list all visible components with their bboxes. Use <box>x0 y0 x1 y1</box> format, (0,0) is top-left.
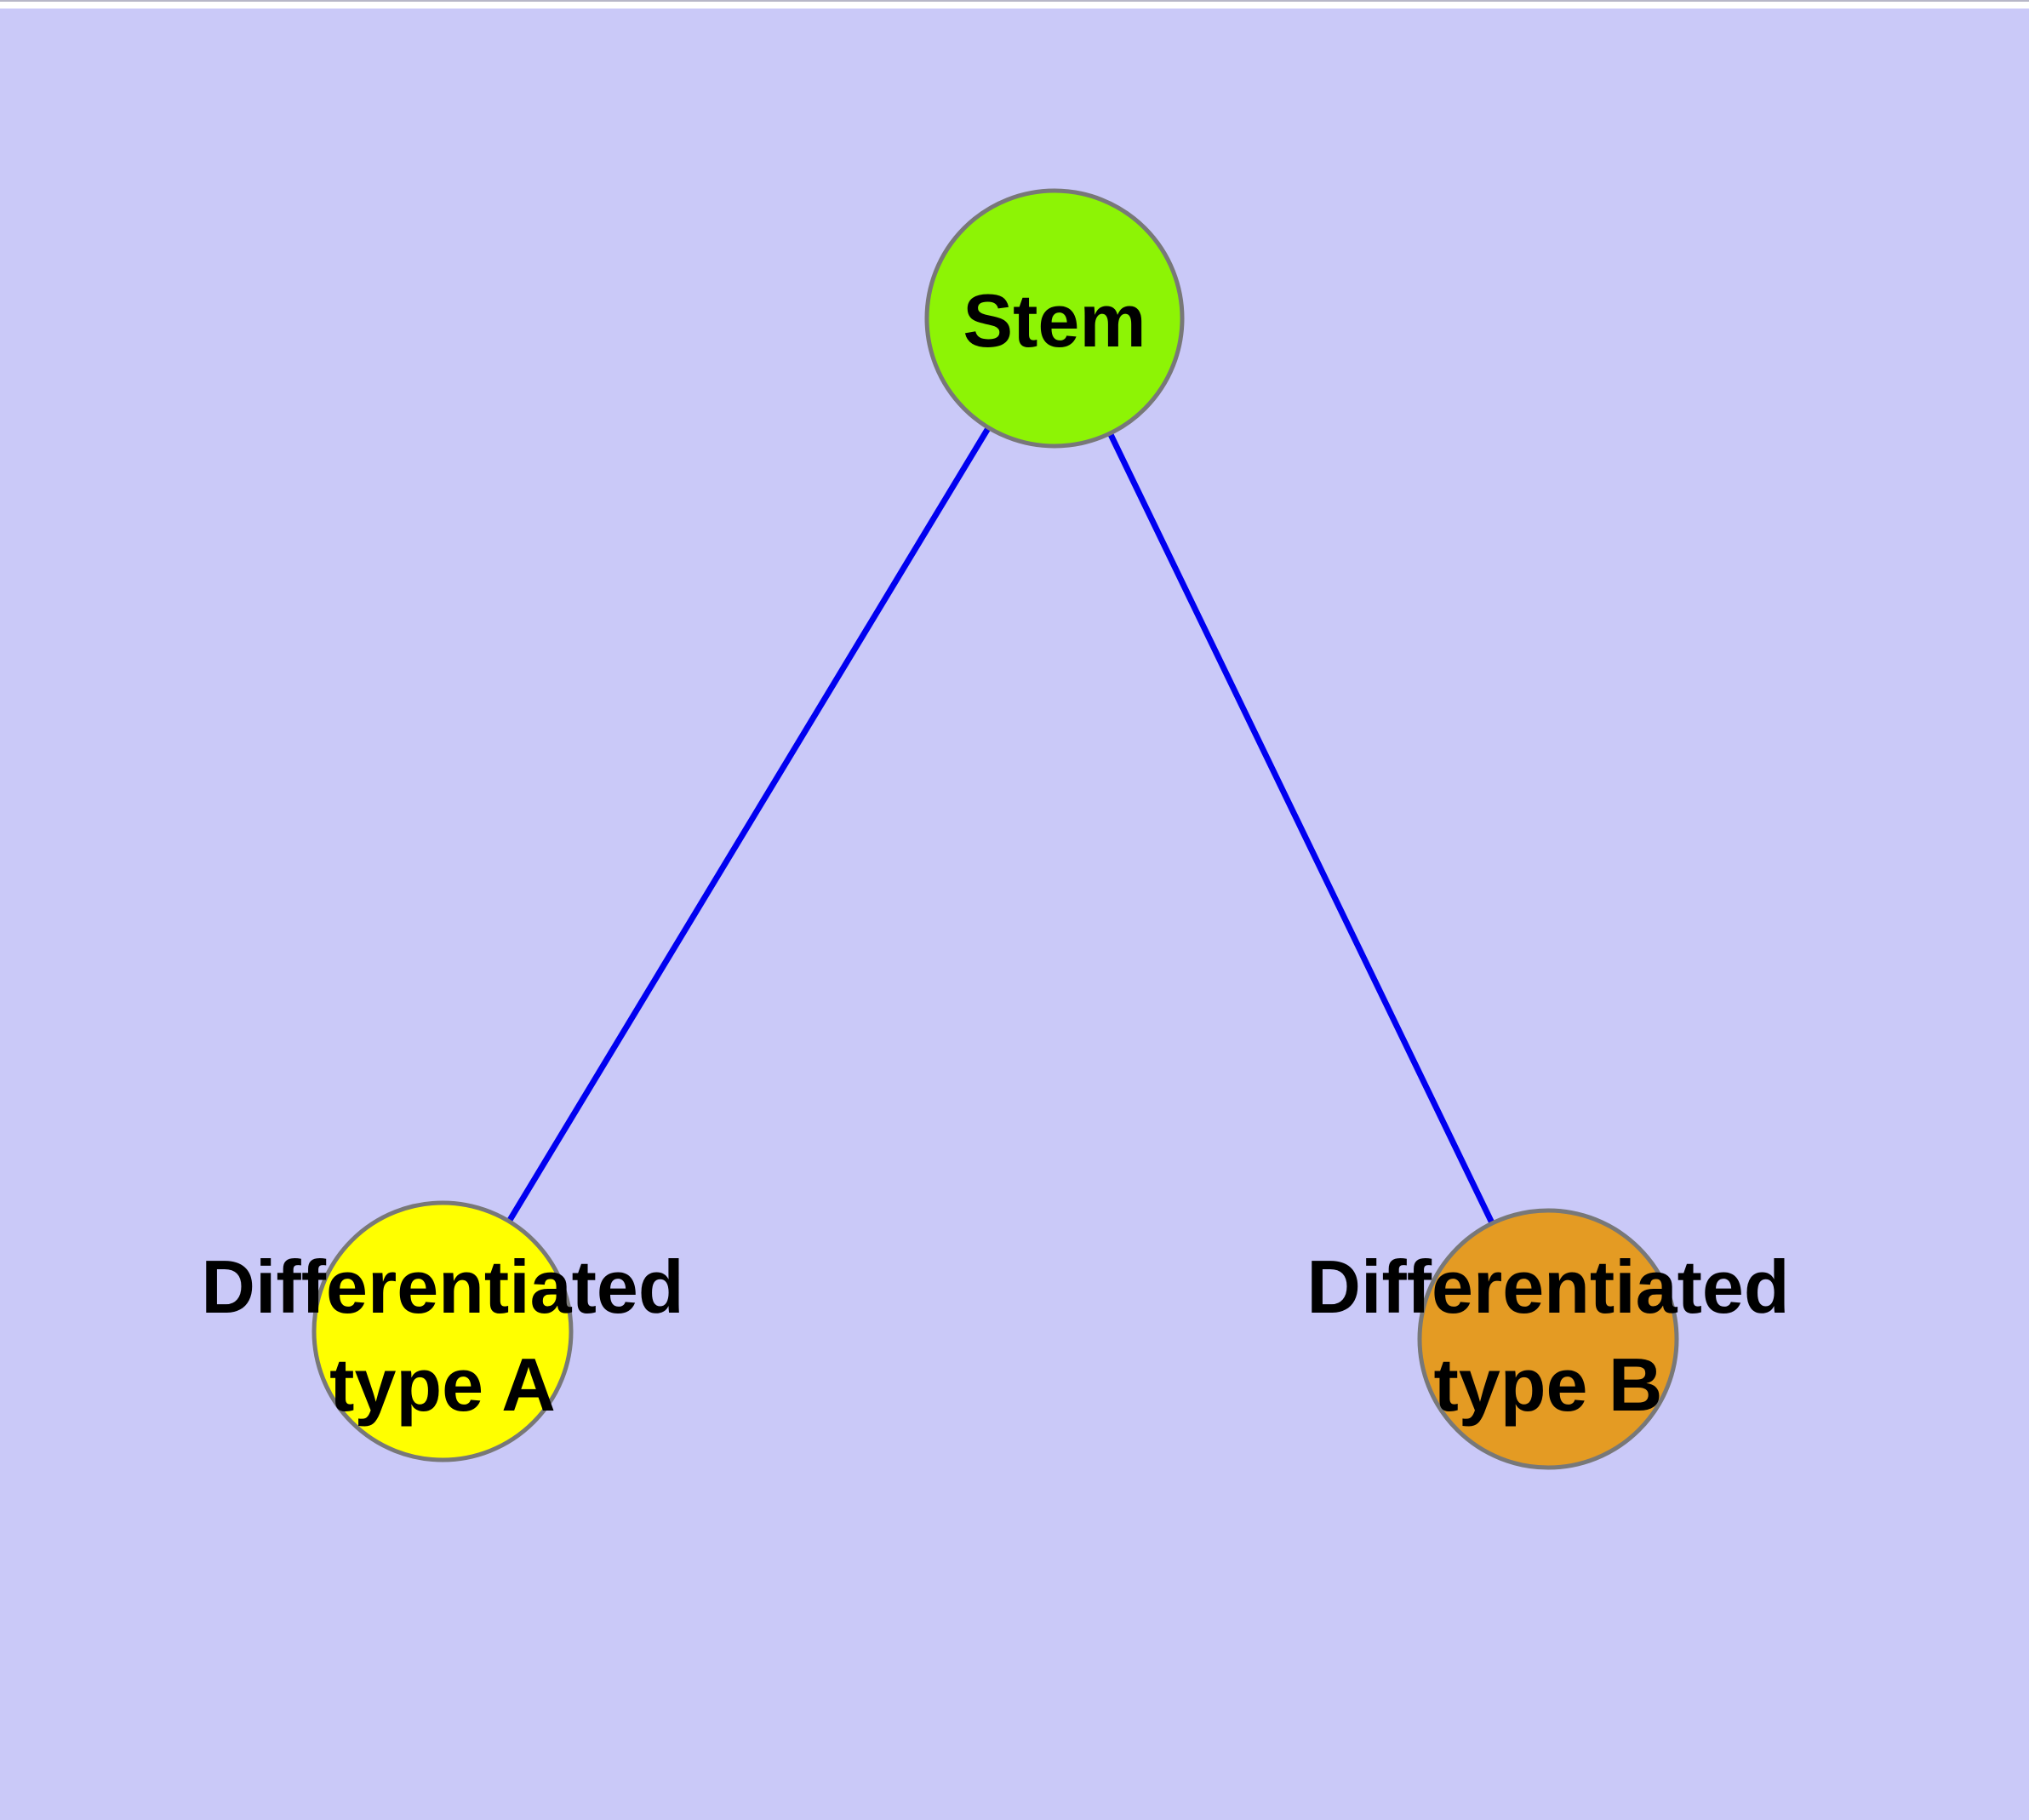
node-differentiated-type-b <box>1417 1208 1679 1470</box>
node-stem <box>924 188 1185 449</box>
node-stem-label: Stem <box>963 278 1146 363</box>
window-top-strip <box>0 0 2029 9</box>
node-type-b-label-line1: Differentiated <box>1306 1245 1789 1329</box>
node-type-a-label-line2: type A <box>329 1342 556 1427</box>
graph-svg: Stem Differentiated type A Differentiate… <box>0 9 2029 1820</box>
node-type-a-label-line1: Differentiated <box>201 1245 683 1329</box>
edge-stem-to-type-b <box>1051 317 1552 1341</box>
edge-stem-to-type-a <box>440 317 1057 1333</box>
node-type-b-label-line2: type B <box>1434 1342 1663 1427</box>
node-differentiated-type-a <box>311 1200 574 1462</box>
